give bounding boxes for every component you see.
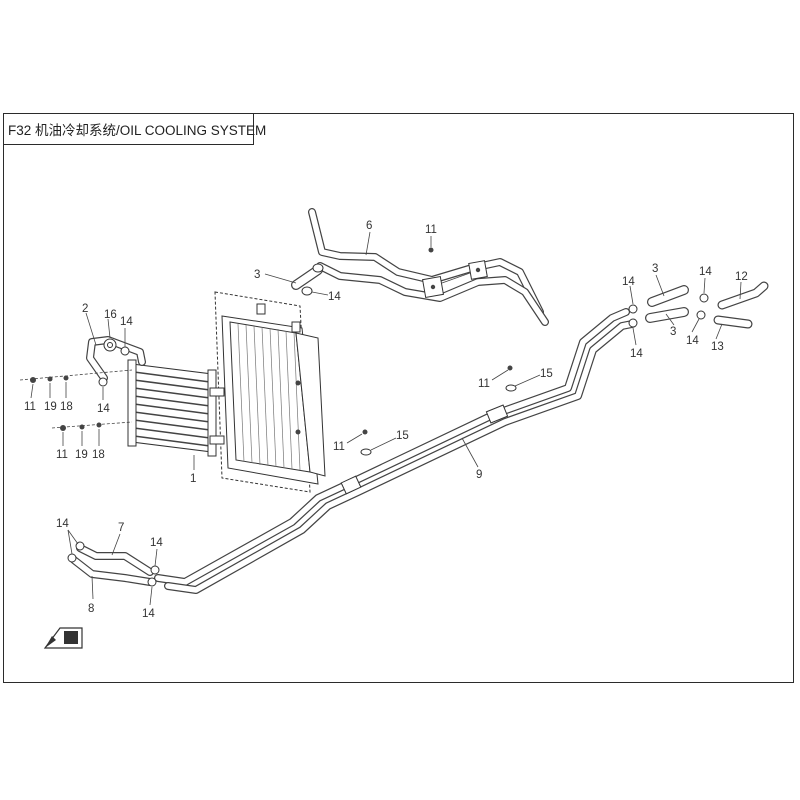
callout-2: 2: [82, 303, 88, 315]
callout-14d: 14: [622, 276, 635, 288]
callout-14f: 14: [630, 348, 643, 360]
callout-11b: 11: [56, 449, 68, 461]
oil-pipe-9: [154, 308, 636, 594]
callout-16: 16: [104, 309, 117, 321]
callout-14g: 14: [686, 335, 699, 347]
callout-6: 6: [366, 220, 372, 232]
callout-9: 9: [476, 469, 482, 481]
fastener-set-lower: [51, 421, 133, 431]
callout-19a: 19: [44, 401, 57, 413]
diagram-title: F32 机油冷却系统/OIL COOLING SYSTEM: [8, 122, 267, 138]
bolt-11-d: [507, 365, 513, 371]
front-arrow-icon: [43, 627, 83, 649]
callout-1: 1: [190, 473, 196, 485]
callout-3c: 3: [670, 326, 676, 338]
hose-3-right: [628, 285, 709, 328]
callout-13: 13: [711, 341, 724, 353]
radiator-assembly: [214, 291, 326, 493]
hose-12-13: [713, 281, 769, 329]
hose-7-8: [67, 541, 160, 587]
callout-8: 8: [88, 603, 94, 615]
callout-7: 7: [118, 522, 124, 534]
callout-14a: 14: [120, 316, 133, 328]
callout-11c: 11: [425, 224, 437, 236]
callout-14b: 14: [97, 403, 110, 415]
callout-19b: 19: [75, 449, 88, 461]
hose-3-upper: [291, 263, 324, 296]
callout-14e: 14: [699, 266, 712, 278]
fastener-set-upper: [19, 369, 133, 383]
oil-pipe-6: [308, 208, 549, 326]
callout-14j: 14: [142, 608, 155, 620]
oil-cooler-1: [127, 359, 225, 457]
callout-12: 12: [735, 271, 748, 283]
callout-14h: 14: [56, 518, 69, 530]
callout-18a: 18: [60, 401, 73, 413]
callout-3a: 3: [254, 269, 260, 281]
bolt-11-e: [428, 247, 434, 253]
washer-15-b: [505, 384, 517, 392]
title-box: F32 机油冷却系统/OIL COOLING SYSTEM: [3, 113, 266, 145]
callout-18b: 18: [92, 449, 105, 461]
diagram-frame: [3, 113, 794, 683]
callout-11a: 11: [24, 401, 36, 413]
callout-labels: 1 2 16 14 14 11 19 18 11 19 18 3 14 6 11…: [24, 220, 748, 620]
callout-15b: 15: [396, 430, 409, 442]
callout-11e: 11: [333, 441, 345, 453]
callout-14c: 14: [328, 291, 341, 303]
callout-14i: 14: [150, 537, 163, 549]
bolt-11-c: [362, 429, 368, 435]
washer-15-a: [360, 448, 372, 456]
leader-lines: [30, 231, 742, 606]
hose-2: [86, 336, 146, 387]
callout-3b: 3: [652, 263, 658, 275]
callout-15a: 15: [540, 368, 553, 380]
callout-11d: 11: [478, 378, 490, 390]
